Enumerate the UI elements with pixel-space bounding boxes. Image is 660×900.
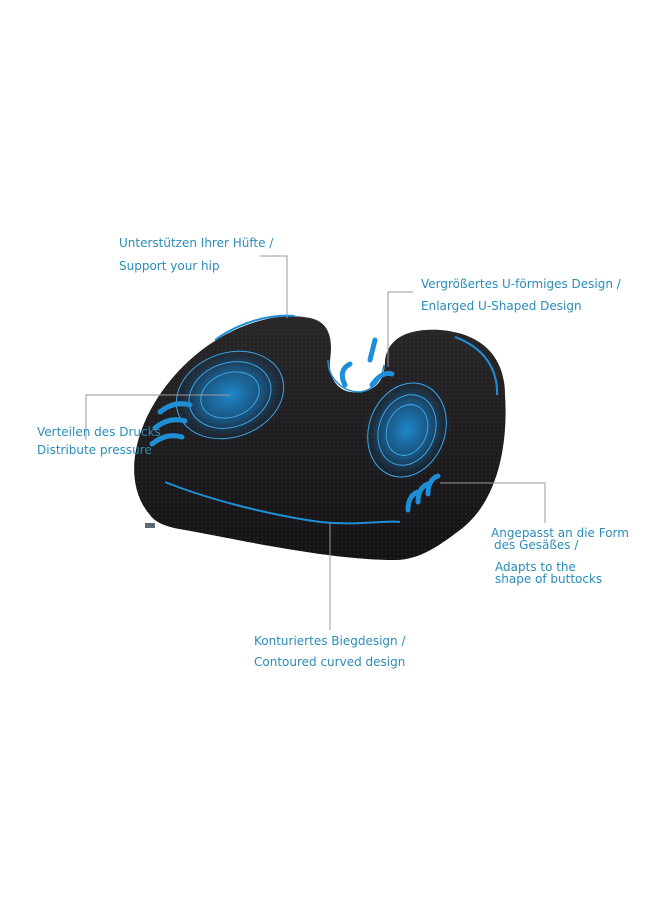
- seat-cushion: [134, 314, 506, 560]
- callout-text-en: Support your hip: [119, 259, 220, 273]
- callout-text-de: Verteilen des Drucks: [37, 425, 161, 439]
- callout-text-de-cont: des Gesäßes /: [494, 538, 579, 552]
- callout-text-en: Distribute pressure: [37, 443, 152, 457]
- callout-adapts-buttocks: Angepasst an die Form des Gesäßes / Adap…: [491, 527, 629, 585]
- callout-contoured-design: Konturiertes Biegdesign / Contoured curv…: [254, 634, 406, 669]
- callout-text-en: Contoured curved design: [254, 655, 406, 669]
- callout-text-en-cont: shape of buttocks: [495, 572, 603, 586]
- callout-text-de: Vergrößertes U-förmiges Design /: [421, 277, 621, 291]
- callout-text-de: Konturiertes Biegdesign /: [254, 634, 406, 648]
- callout-text-de: Unterstützen Ihrer Hüfte /: [119, 236, 274, 250]
- callout-support-hip: Unterstützen Ihrer Hüfte / Support your …: [119, 236, 273, 273]
- callout-distribute-pressure: Verteilen des Drucks Distribute pressure: [37, 425, 161, 457]
- callout-u-shaped-design: Vergrößertes U-förmiges Design / Enlarge…: [421, 277, 621, 313]
- zipper-tab: [145, 523, 155, 528]
- callout-text-en: Adapts to the: [495, 560, 576, 574]
- callout-text-de: Angepasst an die Form: [491, 526, 629, 540]
- callout-text-en: Enlarged U-Shaped Design: [421, 299, 582, 313]
- pressure-zone-right: [360, 376, 454, 484]
- leader-lines: [85, 255, 546, 630]
- airflow-arrows-icon: [149, 337, 441, 513]
